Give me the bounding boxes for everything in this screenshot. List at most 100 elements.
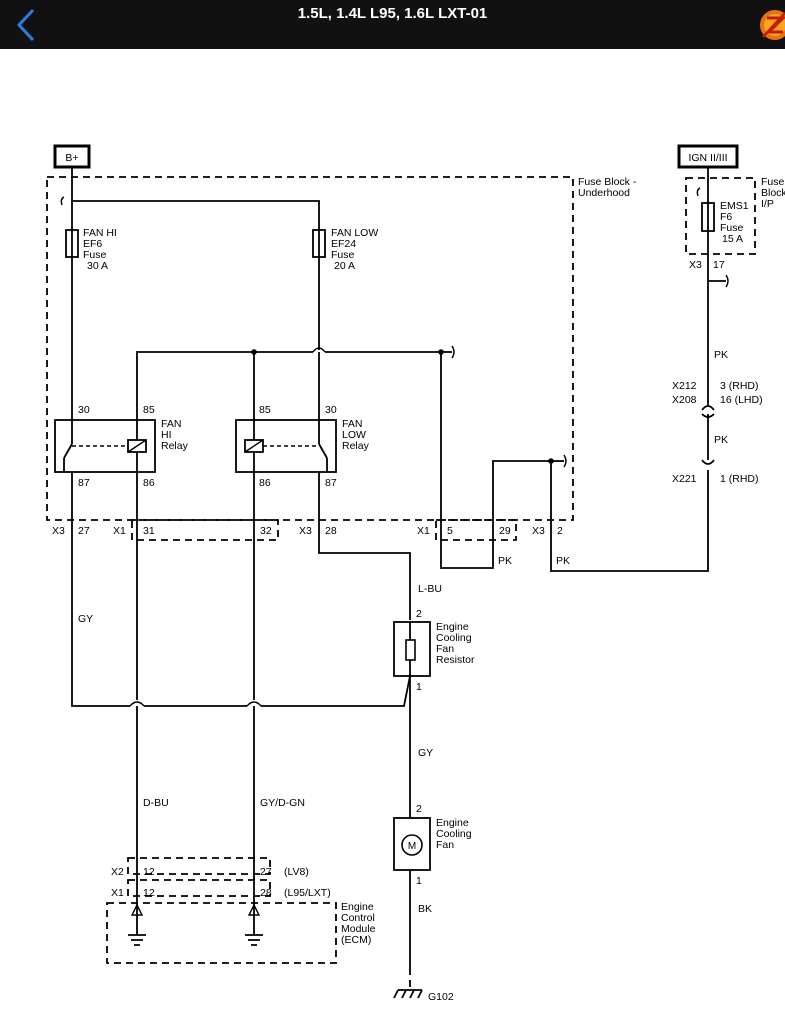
fan-low-relay — [235, 419, 337, 473]
motor-icon — [401, 834, 423, 856]
relay-low-label: LOW — [342, 429, 366, 441]
fuse-block-underhood-boundary — [46, 176, 574, 521]
fuse-ems1-label: Fuse — [720, 222, 744, 234]
wire-color-label: D-BU — [143, 797, 169, 809]
wire-color-label: PK — [714, 434, 728, 446]
page-title: 1.5L, 1.4L L95, 1.6L LXT-01 — [297, 5, 488, 22]
fuse-fan-hi-label: FAN HI — [83, 227, 117, 239]
x2-ecm-connector — [127, 857, 271, 875]
bplus-bus-wire — [71, 167, 320, 230]
chevron-left-icon — [16, 8, 35, 41]
x1-ecm-connector — [127, 879, 271, 897]
pk-loop-wire — [440, 352, 551, 569]
pin-label: 30 — [325, 404, 337, 416]
gy-wire — [71, 472, 130, 707]
connector-label: X221 — [672, 473, 697, 485]
fuse-block-ip-label: Fuse — [761, 176, 785, 188]
wire-crossover — [129, 701, 145, 707]
connector-label: X1 — [111, 887, 124, 899]
fan-label: Fan — [436, 839, 454, 851]
ground-icon — [245, 934, 263, 946]
connector-label: X2 — [111, 866, 124, 878]
bus-continuation-mark — [725, 274, 729, 288]
ecm-boundary — [106, 902, 337, 964]
wire-color-label: PK — [498, 555, 512, 567]
inline-connector-symbol — [701, 413, 715, 418]
wire-crossover — [246, 701, 262, 707]
pin-label: 2 — [416, 608, 422, 620]
fuse-ems1-label: F6 — [720, 211, 732, 223]
pin-label: 87 — [78, 477, 90, 489]
fuse-block-ip-label: I/P — [761, 198, 774, 210]
fuse-ems1-label: 15 A — [722, 233, 743, 245]
bus-continuation-mark — [451, 345, 455, 359]
switch-icon — [130, 903, 144, 916]
wire-color-label: PK — [556, 555, 570, 567]
relay-hi-label: HI — [161, 429, 172, 441]
wire-color-label: L-BU — [418, 583, 442, 595]
connector-pin: 1 (RHD) — [720, 473, 759, 485]
bplus-power-source: B+ — [53, 144, 91, 169]
fuse-fan-low-label: Fuse — [331, 249, 355, 261]
ground-icon — [393, 989, 423, 999]
wire-color-label: PK — [714, 349, 728, 361]
top-app-bar: 1.5L, 1.4L L95, 1.6L LXT-01 — [0, 0, 785, 49]
fuse-fan-low-label: 20 A — [334, 260, 355, 272]
pin-label: 2 — [416, 803, 422, 815]
pin-label: 86 — [259, 477, 271, 489]
resistor-label: Engine — [436, 621, 469, 633]
connector-label: X208 — [672, 394, 697, 406]
wire-color-label: BK — [418, 903, 432, 915]
connector-pin: 2 — [557, 525, 563, 537]
connector-label: X3 — [532, 525, 545, 537]
lbu-wire — [318, 472, 411, 620]
connector-pin: 27 — [78, 525, 90, 537]
connector-label: X3 — [52, 525, 65, 537]
pin-label: 87 — [325, 477, 337, 489]
ground-label: G102 — [428, 991, 454, 1003]
connector-label: X3 — [299, 525, 312, 537]
fuse-fan-hi-label: 30 A — [87, 260, 108, 272]
connector-pin: 12 — [143, 866, 155, 878]
connector-pin: 28 — [260, 887, 272, 899]
connector-pin: 16 (LHD) — [720, 394, 763, 406]
resistor-label: Fan — [436, 643, 454, 655]
pin-label: 1 — [416, 875, 422, 887]
connector-label: X212 — [672, 380, 697, 392]
bplus-label: B+ — [65, 152, 78, 164]
fuse-block-underhood-label: Underhood — [578, 187, 630, 199]
fuse-fan-hi-label: EF6 — [83, 238, 102, 250]
bus-continuation-mark — [696, 187, 701, 197]
fuse-fan-low-label: EF24 — [331, 238, 356, 250]
connector-pin: 27 — [260, 866, 272, 878]
connector-pin: 28 — [325, 525, 337, 537]
pk-ign-wire — [550, 461, 709, 572]
bus-continuation-mark — [563, 454, 567, 468]
connector-label: X3 — [689, 259, 702, 271]
app-logo-button[interactable] — [757, 9, 785, 41]
fuse-ems1-label: EMS1 — [720, 200, 749, 212]
fuse-fan-low-label: FAN LOW — [331, 227, 378, 239]
motor-symbol-label: M — [408, 841, 416, 852]
fan-label: Cooling — [436, 828, 472, 840]
relay-low-label: Relay — [342, 440, 370, 452]
back-button[interactable] — [0, 0, 52, 49]
pin-label: 85 — [259, 404, 271, 416]
fuse-block-ip-label: Block - — [761, 187, 785, 199]
resistor-label: Resistor — [436, 654, 475, 666]
fan-label: Engine — [436, 817, 469, 829]
connector-pin: 12 — [143, 887, 155, 899]
connector-pin: 3 (RHD) — [720, 380, 759, 392]
inline-connector-symbol — [701, 459, 715, 465]
ecm-label: Module — [341, 923, 376, 935]
relay-hi-label: FAN — [161, 418, 181, 430]
relay-hi-label: Relay — [161, 440, 189, 452]
pin-label: 86 — [143, 477, 155, 489]
ign-label: IGN II/III — [688, 152, 727, 164]
connector-pin: 31 — [143, 525, 155, 537]
fuse-fan-hi-label: Fuse — [83, 249, 107, 261]
x1-connector-boundary — [435, 519, 517, 541]
switch-icon — [247, 903, 261, 916]
connector-variant-label: (LV8) — [284, 866, 309, 878]
fuse-block-underhood-label: Fuse Block - — [578, 176, 637, 188]
